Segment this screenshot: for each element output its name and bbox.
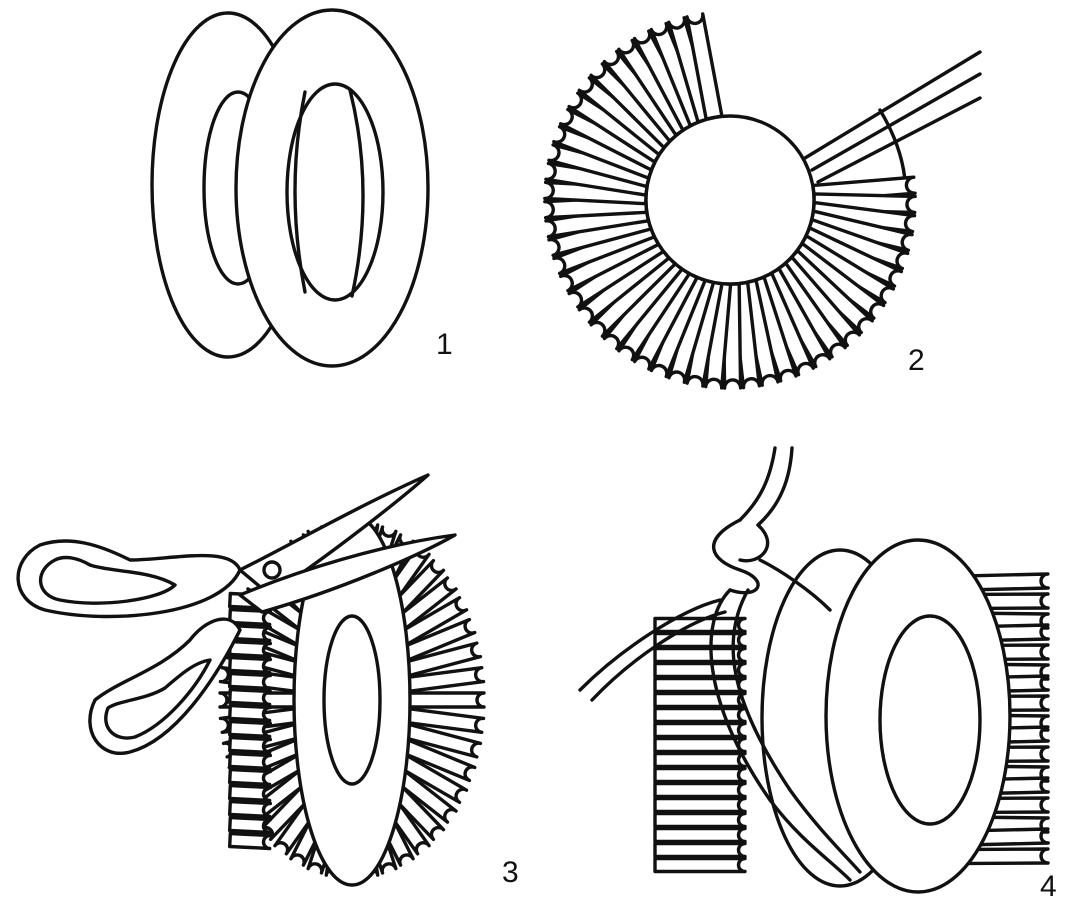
ring-center-hole [324,616,380,784]
yarn-strand [655,769,745,782]
yarn-strand [230,754,271,769]
step-2-number: 2 [908,344,925,377]
yarn-strand [655,679,745,692]
step-1-panel: 1 [152,10,453,366]
yarn-strand [230,818,271,833]
yarn-strand [230,834,271,849]
yarn-strand [230,706,271,721]
yarn-strand [230,770,271,785]
yarn-strand [655,709,745,722]
ring-center-hole [646,116,814,284]
scissor-pivot [264,562,280,578]
step-3-number: 3 [502,856,519,889]
yarn-strand [655,859,745,872]
step-2-panel: 2 [545,14,980,388]
step-1-number: 1 [436,328,453,361]
yarn-strand [230,658,271,673]
yarn-strand [655,784,745,797]
yarn-strand [230,674,271,689]
yarn-strand [230,738,271,753]
yarn-strand [655,694,745,707]
yarn-strands [805,52,980,182]
yarn-strand [655,814,745,827]
yarn-strand [655,829,745,842]
yarn-strand [230,722,271,737]
yarn-strand [230,802,271,817]
step-3-panel: 3 [18,475,519,889]
yarn-strand [655,844,745,857]
front-ring [826,540,1010,892]
front-ring [236,10,428,366]
yarn-strand [655,739,745,752]
yarn-strand [230,642,271,657]
yarn-strand [230,786,271,801]
yarn-strand [655,754,745,767]
yarn-strand [655,799,745,812]
step-4-number: 4 [1040,870,1057,903]
yarn-strand [230,690,271,705]
step-4-panel: 4 [580,448,1057,903]
yarn-strand [655,664,745,677]
